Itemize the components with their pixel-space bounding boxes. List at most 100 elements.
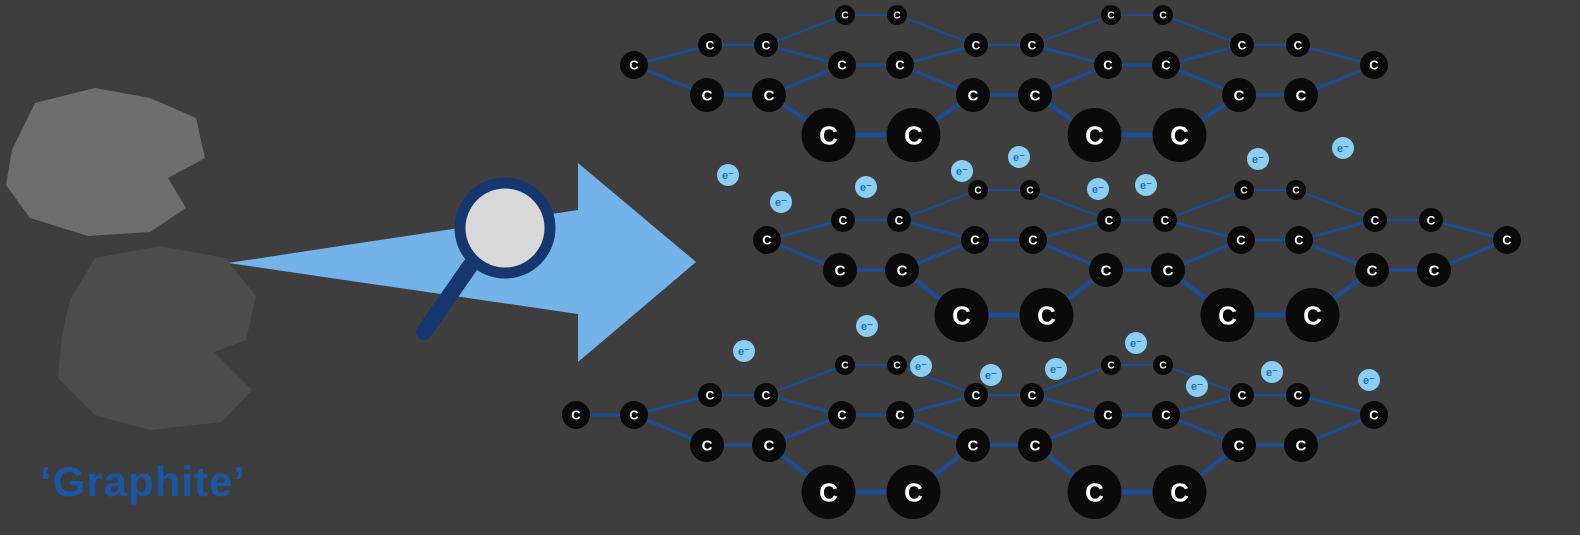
- carbon-atom-label: C: [1030, 437, 1041, 454]
- carbon-atom-label: C: [1296, 437, 1307, 454]
- carbon-atom: [1222, 78, 1256, 112]
- carbon-atom-label: C: [1294, 38, 1303, 52]
- carbon-atom-label: C: [1234, 87, 1245, 104]
- carbon-bond: [1031, 13, 1112, 47]
- carbon-atom: [698, 33, 722, 57]
- electron: [717, 164, 739, 186]
- carbon-atom: [1285, 288, 1340, 342]
- carbon-atom-label: C: [1037, 300, 1056, 330]
- carbon-bond: [1031, 363, 1112, 397]
- electron-label: e⁻: [1130, 338, 1142, 350]
- carbon-atom: [835, 355, 855, 375]
- electron-label: e⁻: [1266, 367, 1278, 379]
- carbon-atom: [1152, 51, 1180, 79]
- carbon-atom-label: C: [702, 437, 713, 454]
- carbon-atom-label: C: [629, 58, 639, 73]
- graphite-chunk-small: [6, 88, 205, 236]
- carbon-atom-label: C: [1170, 120, 1189, 150]
- carbon-atom: [831, 208, 855, 232]
- carbon-atom-label: C: [1294, 233, 1304, 248]
- electron-label: e⁻: [738, 346, 750, 358]
- electron-label: e⁻: [861, 321, 873, 333]
- carbon-atom-label: C: [1369, 58, 1379, 73]
- electron: [1008, 146, 1030, 168]
- carbon-atom-label: C: [762, 38, 771, 52]
- electron: [770, 191, 792, 213]
- electron: [1332, 137, 1354, 159]
- graphite-chunks: [6, 88, 256, 430]
- carbon-atom: [1020, 33, 1044, 57]
- carbon-atom-label: C: [839, 213, 848, 227]
- carbon-atom: [1360, 51, 1388, 79]
- carbon-atom-label: C: [841, 361, 848, 372]
- carbon-atom: [1020, 383, 1044, 407]
- carbon-atom: [828, 401, 856, 429]
- carbon-atom-label: C: [1028, 38, 1037, 52]
- carbon-atom: [754, 383, 778, 407]
- electron: [1247, 148, 1269, 170]
- carbon-atom: [752, 78, 786, 112]
- carbon-atom: [1222, 428, 1256, 462]
- electron: [980, 364, 1002, 386]
- carbon-atom-label: C: [970, 233, 980, 248]
- carbon-atom-label: C: [1161, 58, 1171, 73]
- carbon-bond: [765, 13, 846, 47]
- electron: [1261, 361, 1283, 383]
- electron: [1358, 369, 1380, 391]
- electron-label: e⁻: [1363, 375, 1375, 387]
- carbon-atom-label: C: [968, 437, 979, 454]
- carbon-atom: [1067, 465, 1122, 519]
- carbon-bond: [898, 188, 979, 222]
- carbon-atom: [1286, 33, 1310, 57]
- carbon-atom-label: C: [819, 477, 838, 507]
- carbon-atom-label: C: [1502, 233, 1512, 248]
- carbon-atom-label: C: [897, 262, 908, 279]
- carbon-atom-label: C: [893, 361, 900, 372]
- carbon-atom-label: C: [1238, 388, 1247, 402]
- carbon-atom: [690, 78, 724, 112]
- carbon-atom: [886, 108, 941, 162]
- arrow-shape: [228, 163, 696, 362]
- carbon-atom: [1284, 78, 1318, 112]
- electron: [910, 355, 932, 377]
- carbon-atom-label: C: [1103, 58, 1113, 73]
- carbon-atom-label: C: [1026, 186, 1033, 197]
- carbon-atom: [1020, 180, 1040, 200]
- carbon-atom: [698, 383, 722, 407]
- electron-label: e⁻: [775, 197, 787, 209]
- carbon-atom: [968, 180, 988, 200]
- carbon-atom-label: C: [1159, 11, 1166, 22]
- carbon-atom: [1419, 208, 1443, 232]
- electron-label: e⁻: [722, 170, 734, 182]
- carbon-atom: [562, 401, 590, 429]
- electron: [856, 315, 878, 337]
- zoom-arrow: [228, 163, 696, 362]
- electron: [1125, 332, 1147, 354]
- carbon-atom-label: C: [1085, 120, 1104, 150]
- carbon-atom-label: C: [1101, 262, 1112, 279]
- carbon-atom: [752, 428, 786, 462]
- electron-label: e⁻: [1013, 152, 1025, 164]
- carbon-atom: [1152, 108, 1207, 162]
- electron: [733, 340, 755, 362]
- carbon-atom: [1230, 33, 1254, 57]
- carbon-atom-label: C: [764, 87, 775, 104]
- electron-label: e⁻: [1252, 154, 1264, 166]
- carbon-atom-label: C: [895, 213, 904, 227]
- electron-label: e⁻: [1140, 180, 1152, 192]
- delocalized-electrons: e⁻e⁻e⁻e⁻e⁻e⁻e⁻e⁻e⁻e⁻e⁻e⁻e⁻e⁻e⁻e⁻e⁻e⁻: [717, 137, 1380, 397]
- carbon-atom: [1019, 226, 1047, 254]
- carbon-atom-label: C: [837, 408, 847, 423]
- carbon-atom: [887, 5, 907, 25]
- electron: [1045, 358, 1067, 380]
- carbon-atom-label: C: [1296, 87, 1307, 104]
- magnifier-icon: [416, 177, 556, 340]
- carbon-atom: [887, 355, 907, 375]
- carbon-atom: [1094, 401, 1122, 429]
- electron-label: e⁻: [1092, 184, 1104, 196]
- electron-label: e⁻: [956, 166, 968, 178]
- carbon-atom: [1363, 208, 1387, 232]
